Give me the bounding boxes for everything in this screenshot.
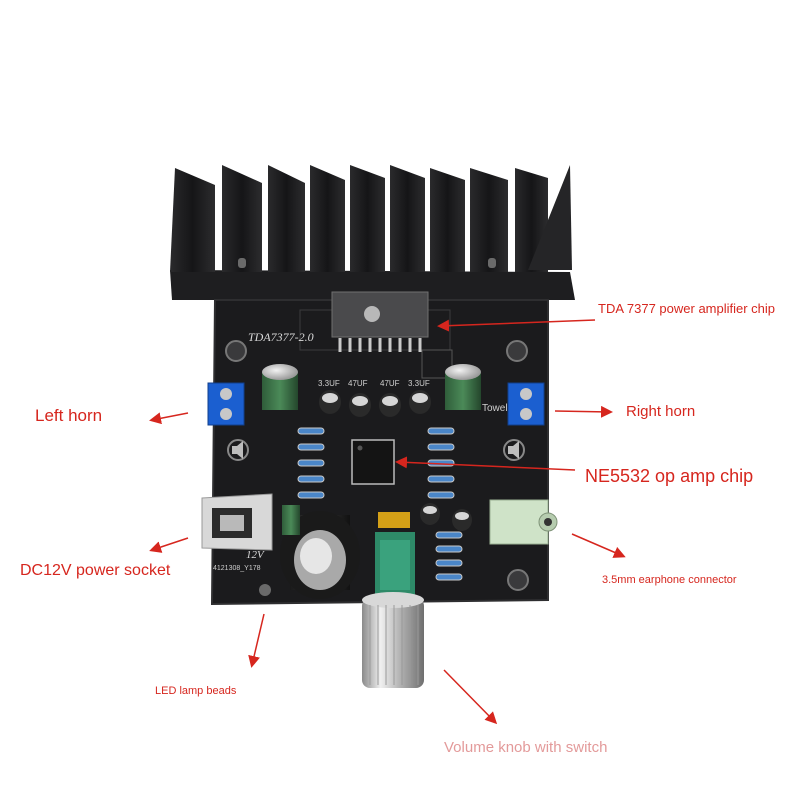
left-speaker-terminal (207, 382, 245, 426)
volume-potentiometer (375, 532, 415, 602)
earphone-jack (489, 499, 558, 545)
cap-label-4: 3.3UF (408, 379, 430, 388)
volume-knob (362, 592, 424, 688)
voltage-silkscreen: 12V (246, 549, 265, 561)
towel-silkscreen: Towel (482, 403, 508, 414)
resistor-array (297, 427, 463, 581)
left-filter-capacitor (262, 364, 298, 410)
tda-chip-callout: TDA 7377 power amplifier chip (598, 301, 776, 316)
speaker-icon-left (232, 441, 243, 459)
small-green-capacitor (282, 505, 300, 535)
ne5532-callout: NE5532 op amp chip (585, 466, 754, 486)
volume-callout: Volume knob with switch (444, 739, 608, 756)
dc-power-socket (201, 493, 273, 551)
led-lamp-bead (259, 584, 271, 596)
annotation-arrows (149, 319, 626, 725)
cap-label-2: 47UF (348, 379, 368, 388)
right-filter-capacitor (445, 364, 481, 410)
cap-label-1: 3.3UF (318, 379, 340, 388)
tda7377-chip (331, 291, 429, 352)
heatsink (170, 165, 575, 300)
yellow-capacitor (378, 512, 410, 528)
left-horn-callout: Left horn (35, 406, 103, 425)
dc-socket-callout: DC12V power socket (20, 562, 171, 579)
earphone-callout: 3.5mm earphone connector (602, 574, 737, 586)
speaker-icon-right (508, 441, 519, 459)
serial-silkscreen: 4121308_Y178 (213, 565, 261, 572)
cap-label-3: 47UF (380, 379, 400, 388)
right-horn-callout: Right horn (626, 403, 696, 420)
lower-right-capacitors (420, 503, 472, 531)
right-speaker-terminal (507, 382, 545, 426)
small-capacitors-row (319, 390, 431, 417)
ne5532-chip (351, 439, 395, 485)
board-model-silkscreen: TDA7377-2.0 (248, 330, 314, 344)
led-callout: LED lamp beads (155, 685, 237, 697)
